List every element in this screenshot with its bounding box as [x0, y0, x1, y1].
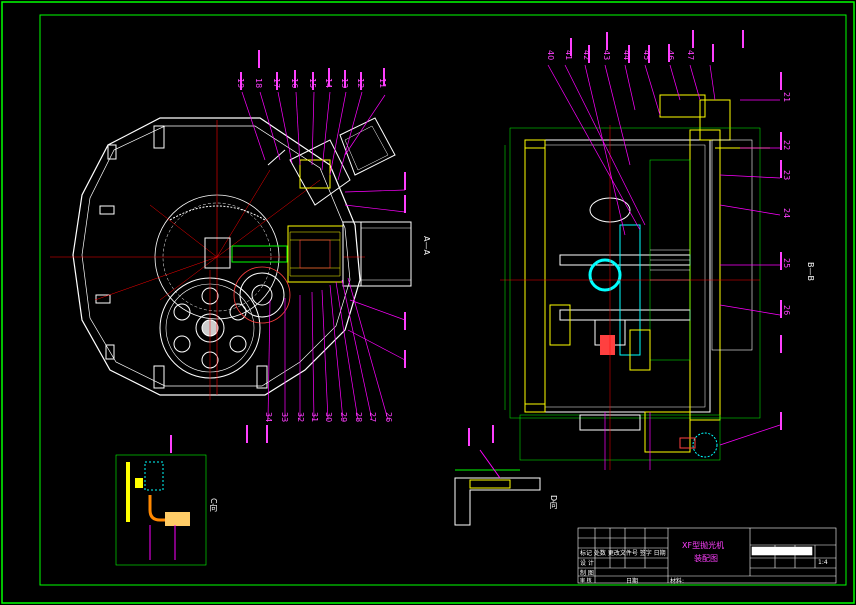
title-row-2: 制 图 [580, 570, 594, 577]
part-num-42: 42 [582, 50, 591, 61]
part-num-46: 46 [666, 50, 675, 61]
scale-value: 1:4 [818, 559, 828, 566]
part-num-23: 23 [782, 170, 791, 181]
view-label-d: D向 [549, 495, 558, 510]
part-num-31: 31 [310, 412, 319, 423]
drawing-title: XF型抛光机 [682, 541, 725, 550]
sheet-border-inner [39, 14, 847, 586]
part-num-40: 40 [546, 50, 555, 61]
drawing-subtitle: 装配图 [694, 554, 718, 563]
material-label: 材料: [670, 578, 685, 585]
part-num-28: 28 [354, 412, 363, 423]
right-stubs [468, 30, 782, 446]
part-num-45: 45 [642, 50, 651, 61]
view-label-c: C向 [209, 498, 218, 512]
part-num-44: 44 [622, 50, 631, 61]
part-num-25: 25 [782, 258, 791, 269]
part-num-15: 15 [308, 78, 317, 89]
part-num-29: 29 [339, 412, 348, 423]
title-row-1: 设 计 [580, 560, 594, 567]
part-num-30: 30 [324, 412, 333, 423]
part-num-12: 12 [356, 78, 365, 89]
detail-d-view [454, 449, 541, 526]
part-num-21: 21 [782, 92, 791, 103]
title-row-3: 审 核 [580, 578, 592, 584]
right-leaders [547, 64, 781, 470]
part-num-11: 11 [378, 78, 387, 89]
title-row-0: 标记 处数 更改文件号 签字 日期 [580, 550, 666, 557]
section-label-a: A—A [422, 236, 431, 255]
title-block [577, 527, 837, 584]
part-num-32: 32 [296, 412, 305, 423]
part-num-26b: 26 [782, 305, 791, 316]
part-num-24: 24 [782, 208, 791, 219]
part-num-26: 26 [384, 412, 393, 423]
date-label: 日期 [626, 578, 639, 585]
part-num-41: 41 [564, 50, 573, 61]
part-num-27: 27 [368, 412, 377, 423]
detail-c-view [115, 435, 207, 566]
left-leaders [241, 91, 406, 421]
section-label-b: B—B [806, 262, 815, 281]
right-view [500, 94, 770, 470]
part-num-19: 19 [236, 78, 245, 89]
part-num-33: 33 [280, 412, 289, 423]
part-num-17: 17 [272, 78, 281, 89]
part-num-43: 43 [602, 50, 611, 61]
part-num-34: 34 [264, 412, 273, 423]
part-num-22: 22 [782, 140, 791, 151]
part-num-14: 14 [324, 78, 333, 89]
part-num-47: 47 [686, 50, 695, 61]
part-num-13: 13 [340, 78, 349, 89]
part-num-18: 18 [254, 78, 263, 89]
left-top-stubs [240, 50, 406, 443]
part-num-16: 16 [290, 78, 299, 89]
left-view [50, 117, 412, 400]
